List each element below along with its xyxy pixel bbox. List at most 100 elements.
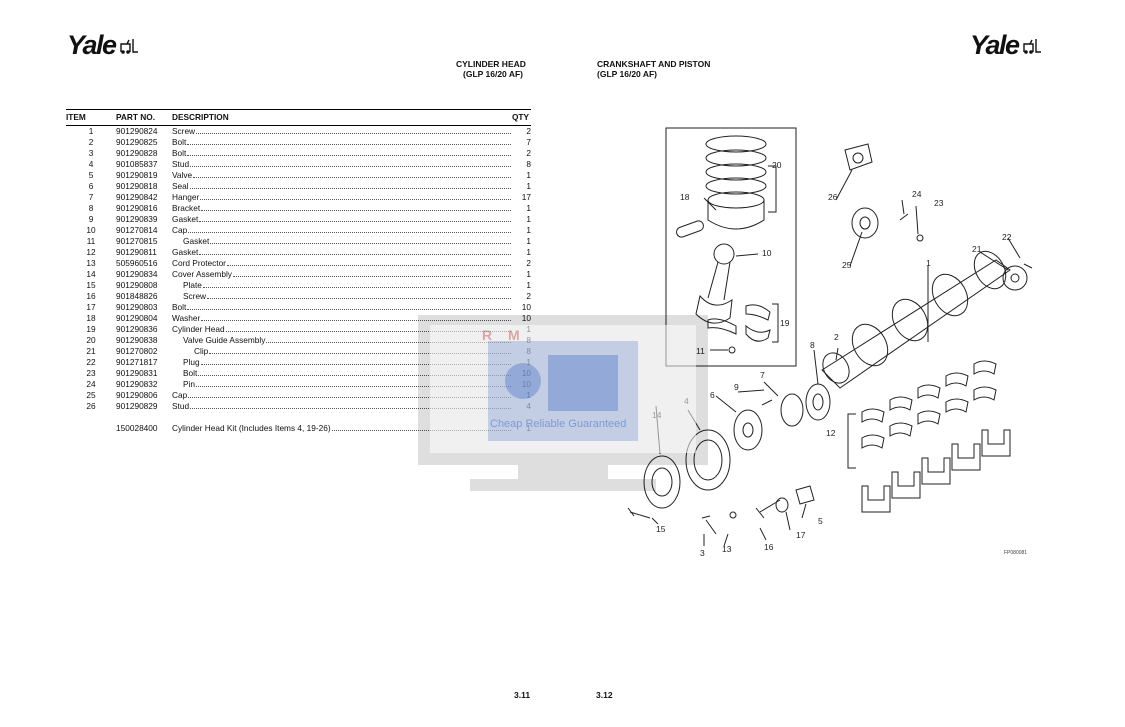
description-text: Gasket — [172, 214, 200, 225]
description-text: Bolt — [172, 148, 188, 159]
qty-cell: 2 — [526, 126, 531, 136]
dot-leader — [188, 225, 511, 233]
col-qty-header: QTY — [511, 109, 531, 126]
item-cell: 12 — [86, 247, 96, 257]
partno-cell: 505960516 — [116, 258, 158, 268]
qty-cell: 10 — [521, 368, 531, 378]
dot-leader — [198, 368, 511, 376]
description-cell: Cord Protector — [172, 258, 511, 269]
qty-cell: 1 — [526, 390, 531, 400]
item-cell: 15 — [86, 280, 96, 290]
description-cell: Seal — [172, 181, 511, 192]
item-cell: 13 — [86, 258, 96, 268]
description-cell: Cap — [172, 390, 511, 401]
partno-cell: 901290832 — [116, 379, 158, 389]
dot-leader — [232, 269, 511, 277]
dot-leader — [209, 346, 511, 354]
description-cell: Valve — [172, 170, 511, 181]
item-cell: 1 — [88, 126, 94, 136]
partno-cell: 901290824 — [116, 126, 158, 136]
dot-leader — [225, 324, 511, 332]
item-cell: 11 — [86, 236, 96, 246]
item-cell: 16 — [86, 291, 96, 301]
item-cell — [66, 423, 116, 434]
item-cell: 7 — [88, 192, 94, 202]
partno-cell: 901290834 — [116, 269, 158, 279]
item-cell: 26 — [86, 401, 96, 411]
item-cell: 14 — [86, 269, 96, 279]
qty-cell: 1 — [526, 357, 531, 367]
qty-cell: 2 — [526, 148, 531, 158]
qty-cell: 1 — [526, 236, 531, 246]
partno-cell: 901290803 — [116, 302, 158, 312]
description-cell: Plate — [172, 280, 511, 291]
callout-label: 24 — [912, 189, 922, 199]
description-cell: Gasket — [172, 247, 511, 258]
dot-leader — [193, 170, 511, 178]
partno-cell: 901290818 — [116, 181, 158, 191]
item-cell: 19 — [86, 324, 96, 334]
description-cell: Clip — [172, 346, 511, 357]
partno-cell: 901290842 — [116, 192, 158, 202]
dot-leader — [190, 159, 511, 167]
callout-label: 5 — [818, 516, 823, 526]
dot-leader — [207, 291, 511, 299]
item-cell: 25 — [86, 390, 96, 400]
right-section-title: CRANKSHAFT AND PISTON — [597, 59, 711, 69]
partno-cell: 901290839 — [116, 214, 158, 224]
partno-cell: 901085837 — [116, 159, 158, 169]
description-cell: Hanger — [172, 192, 511, 203]
description-text: Valve — [172, 170, 194, 181]
description-text: Gasket — [172, 247, 200, 258]
qty-cell: 1 — [526, 269, 531, 279]
callout-label: 25 — [842, 260, 852, 270]
col-partno-header: PART NO. — [116, 109, 172, 126]
item-cell: 17 — [86, 302, 96, 312]
qty-cell: 1 — [526, 225, 531, 235]
dot-leader — [331, 423, 511, 431]
callout-label: 3 — [700, 548, 705, 558]
description-text: Washer — [172, 313, 202, 324]
qty-cell: 10 — [521, 379, 531, 389]
callout-label: 10 — [762, 248, 772, 258]
partno-cell: 150028400 — [116, 423, 158, 433]
left-section-title: CYLINDER HEAD — [456, 59, 526, 69]
callout-label: 19 — [780, 318, 790, 328]
description-cell: Bolt — [172, 368, 511, 379]
spacer-row — [66, 412, 531, 423]
dot-leader — [210, 236, 511, 244]
qty-cell: 8 — [526, 335, 531, 345]
item-cell: 6 — [88, 181, 94, 191]
dot-leader — [187, 302, 511, 310]
partno-cell: 901290829 — [116, 401, 158, 411]
col-description-header: DESCRIPTION — [172, 109, 511, 126]
left-section-header: CYLINDER HEAD (GLP 16/20 AF) — [456, 59, 526, 79]
dot-leader — [190, 401, 511, 409]
description-text: Valve Guide Assembly — [172, 335, 267, 346]
item-cell: 24 — [86, 379, 96, 389]
description-text: Cylinder Head — [172, 324, 226, 335]
description-cell: Washer — [172, 313, 511, 324]
item-cell: 23 — [86, 368, 96, 378]
left-section-subtitle: (GLP 16/20 AF) — [463, 69, 523, 79]
crankshaft-piston-diagram: 1234567891011121314151617181920212223242… — [627, 127, 1033, 558]
callout-label: 13 — [722, 544, 732, 554]
dot-leader — [199, 247, 511, 255]
page-number-left: 3.11 — [514, 690, 531, 700]
description-text: Stud — [172, 159, 191, 170]
partno-cell: 901290836 — [116, 324, 158, 334]
description-text: Plug — [172, 357, 201, 368]
